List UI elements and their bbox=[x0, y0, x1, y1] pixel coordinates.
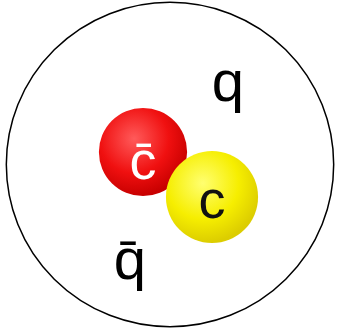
charm-quark-sphere: c bbox=[165, 150, 259, 244]
light-quark-label: q bbox=[212, 52, 244, 110]
light-antiquark-label: q̄ bbox=[114, 230, 146, 288]
quark-symbol: c bbox=[199, 172, 226, 226]
hadron-boundary-circle: q q̄ c̄ c bbox=[5, 1, 335, 328]
quark-symbol: c̄ bbox=[130, 133, 157, 187]
